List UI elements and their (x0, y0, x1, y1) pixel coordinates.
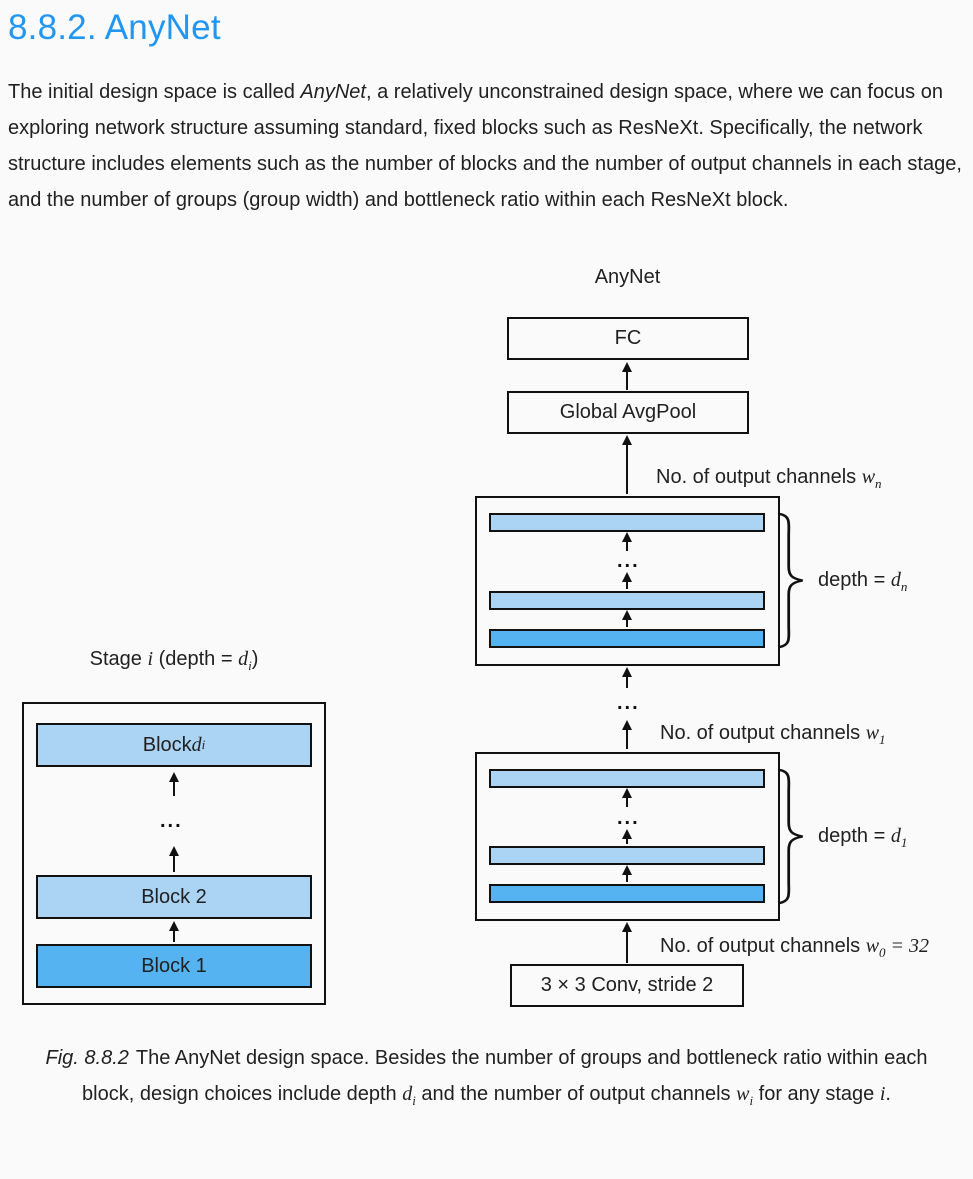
math-sub-i: i (201, 737, 206, 752)
math-sub-1: 1 (900, 835, 908, 850)
stage-n-box (475, 496, 780, 666)
avgpool-box: Global AvgPool (507, 391, 749, 434)
output-channels-wn-label: No. of output channels wn (656, 466, 882, 491)
math-sub-0: 0 (879, 945, 886, 960)
math-eq-32: = 32 (885, 935, 930, 957)
page: 8.8.2. AnyNet The initial design space i… (0, 8, 973, 1119)
math-sub-n: n (900, 579, 908, 594)
figure-number: Fig. 8.8.2 (45, 1047, 129, 1069)
math-sub-i: i (412, 1093, 416, 1108)
math-var-w: w (736, 1083, 750, 1105)
up-arrow (169, 921, 179, 942)
up-arrow (622, 532, 632, 551)
math-var-w: w (861, 466, 876, 488)
stage-1-block-bar-top (489, 769, 765, 788)
up-arrow (622, 829, 632, 844)
depth-n-label: depth = dn (818, 569, 908, 594)
avgpool-label: Global AvgPool (559, 401, 697, 423)
up-arrow (622, 667, 632, 688)
stage-1-box (475, 752, 780, 921)
conv-label: 3 × 3 Conv, stride 2 (540, 974, 714, 996)
block-1-bar: Block 1 (36, 944, 312, 988)
math-var-i: i (147, 648, 154, 670)
math-var-w: w (865, 722, 880, 744)
up-arrow (622, 865, 632, 882)
stage-1-block-bar-bottom (489, 884, 765, 903)
math-sub-i: i (749, 1093, 754, 1108)
fc-label: FC (614, 327, 642, 349)
paragraph-italic-anynet: AnyNet (300, 81, 366, 103)
up-arrow (169, 772, 179, 796)
stage-1-block-bar-middle (489, 846, 765, 865)
paragraph-text: The initial design space is called (8, 81, 301, 103)
up-arrow (622, 610, 632, 627)
up-arrow (622, 788, 632, 807)
math-var-d: d (402, 1083, 413, 1105)
up-arrow (622, 572, 632, 589)
page-title: 8.8.2. AnyNet (8, 8, 221, 47)
math-sub-n: n (875, 476, 882, 491)
up-arrow (622, 720, 632, 749)
output-channels-w1-label: No. of output channels w1 (660, 722, 886, 747)
up-arrow (622, 922, 632, 963)
depth-brace-1 (778, 768, 803, 905)
intro-paragraph: The initial design space is called AnyNe… (8, 74, 963, 218)
anynet-figure: AnyNet FC Global AvgPool No. of output c… (0, 266, 973, 1024)
math-var-w: w (865, 935, 880, 957)
ellipsis: ... (617, 550, 640, 572)
ellipsis: ... (617, 692, 640, 714)
math-var-d: d (191, 733, 202, 756)
paragraph-text: , a relatively unconstrained design spac… (8, 81, 962, 211)
math-var-d: d (890, 825, 901, 847)
up-arrow (622, 435, 632, 494)
anynet-diagram-title: AnyNet (594, 266, 661, 288)
fc-box: FC (507, 317, 749, 360)
stage-i-title: Stage i (depth = di) (89, 648, 259, 673)
stage-n-block-bar-middle (489, 591, 765, 610)
block-2-bar: Block 2 (36, 875, 312, 919)
stage-n-block-bar-top (489, 513, 765, 532)
up-arrow (622, 362, 632, 390)
depth-brace-n (778, 512, 803, 649)
ellipsis: ... (617, 807, 640, 829)
ellipsis: ... (160, 810, 183, 832)
output-channels-w0-label: No. of output channels w0 = 32 (660, 935, 930, 960)
math-sub-i: i (248, 658, 252, 673)
up-arrow (169, 846, 179, 872)
depth-1-label: depth = d1 (818, 825, 908, 850)
math-var-d: d (238, 648, 249, 670)
math-var-i: i (879, 1083, 886, 1105)
stage-i-box (22, 702, 326, 1005)
math-sub-1: 1 (879, 732, 886, 747)
conv-box: 3 × 3 Conv, stride 2 (510, 964, 744, 1007)
stage-n-block-bar-bottom (489, 629, 765, 648)
math-var-d: d (890, 569, 901, 591)
